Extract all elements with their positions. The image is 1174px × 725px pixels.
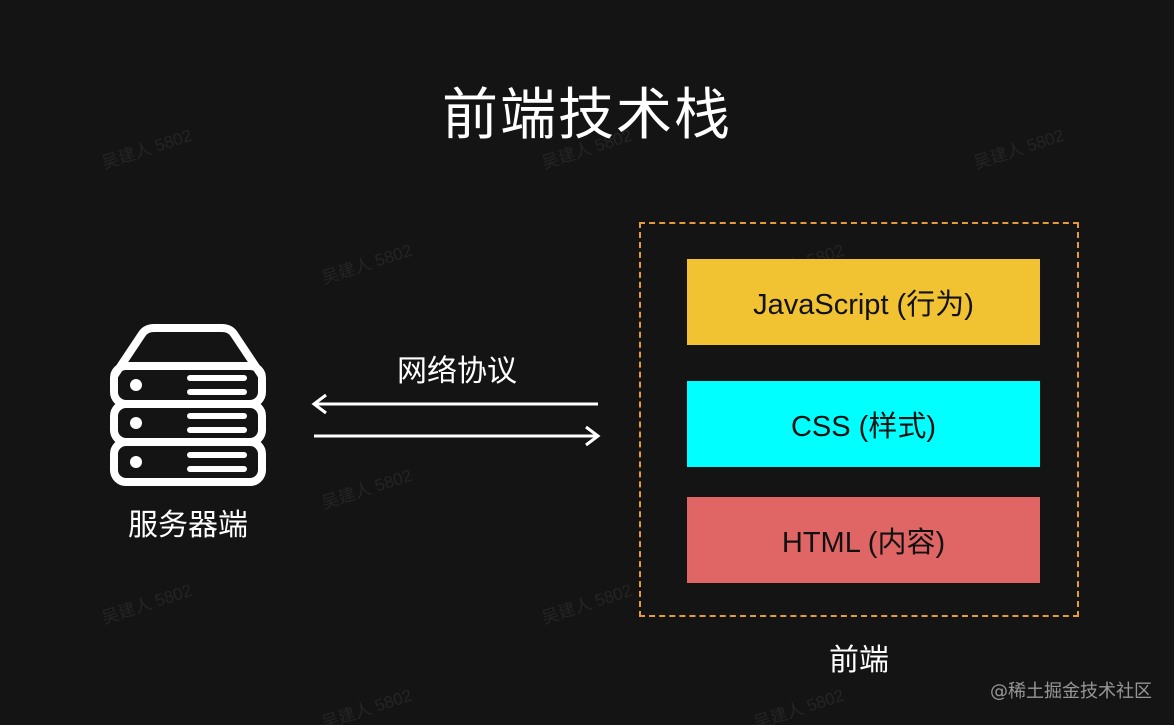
server-label: 服务器端 bbox=[128, 508, 248, 543]
layer-css: CSS (样式) bbox=[687, 381, 1040, 467]
bidirectional-arrows bbox=[311, 393, 601, 447]
watermark: 吴建人 5802 bbox=[319, 240, 415, 288]
watermark: 吴建人 5802 bbox=[751, 685, 847, 725]
credit-text: @稀土掘金技术社区 bbox=[990, 681, 1152, 702]
frontend-container: JavaScript (行为) CSS (样式) HTML (内容) bbox=[639, 222, 1079, 617]
layer-html: HTML (内容) bbox=[687, 497, 1040, 583]
diagram-title: 前端技术栈 bbox=[442, 83, 732, 148]
layer-javascript: JavaScript (行为) bbox=[687, 259, 1040, 345]
watermark: 吴建人 5802 bbox=[319, 465, 415, 513]
protocol-label: 网络协议 bbox=[397, 354, 517, 389]
arrow-left-icon bbox=[311, 393, 598, 415]
server-icon bbox=[110, 324, 266, 486]
watermark: 吴建人 5802 bbox=[99, 580, 195, 628]
arrow-right-icon bbox=[314, 425, 601, 447]
frontend-label: 前端 bbox=[829, 643, 889, 678]
watermark: 吴建人 5802 bbox=[539, 580, 635, 628]
watermark: 吴建人 5802 bbox=[319, 685, 415, 725]
